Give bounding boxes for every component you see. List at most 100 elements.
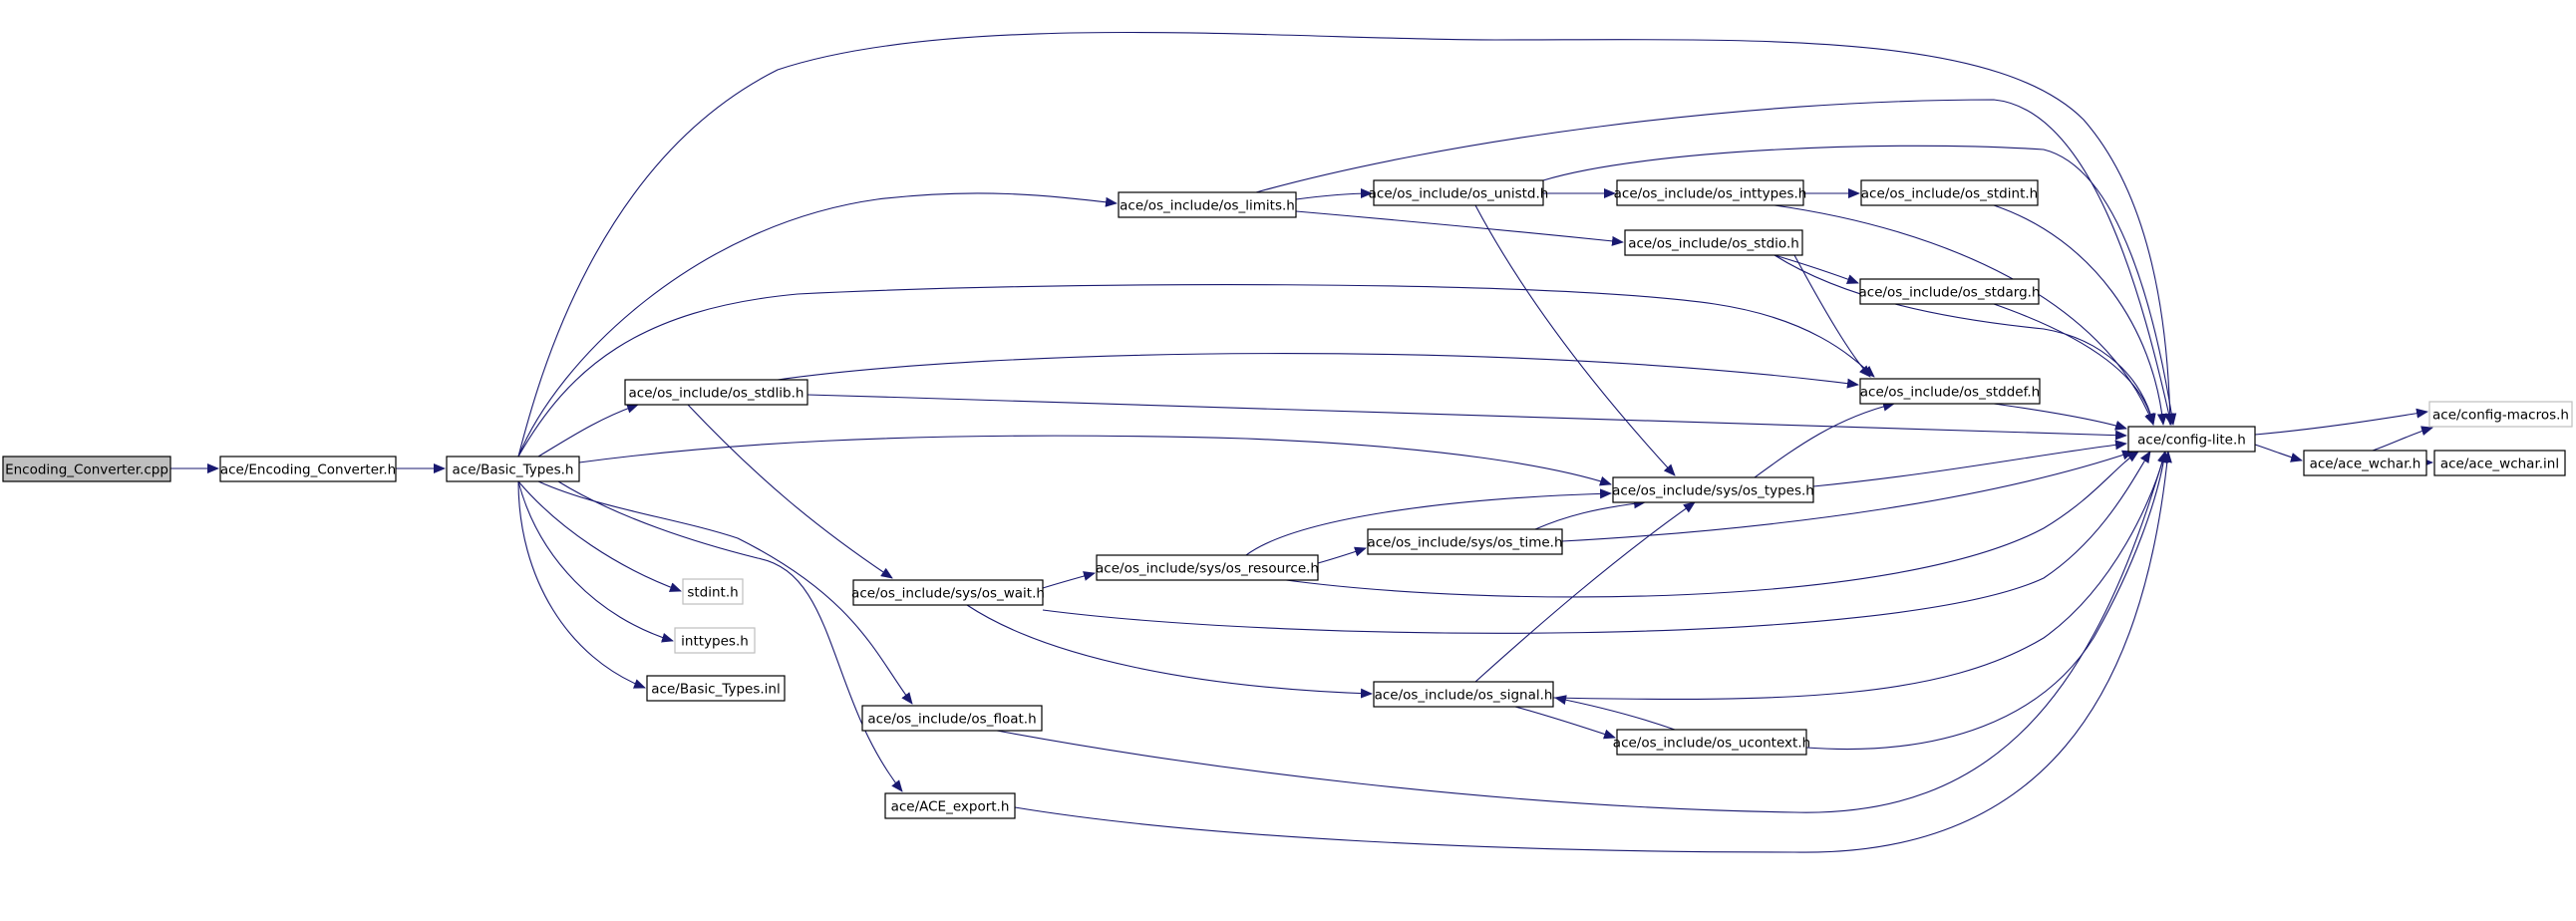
node-box (1118, 191, 1297, 218)
node-label: ace/config-lite.h (2137, 433, 2246, 449)
node-ace-export[interactable]: ace/ACE_export.h (884, 792, 1016, 819)
edge-os_wait-to-os_signal (966, 604, 1373, 699)
node-box (2303, 450, 2427, 476)
edge-basic_types-to-ace_export (557, 480, 903, 792)
edge-config_lite-to-config_macros (2254, 408, 2428, 436)
node-label: ace/os_include/os_stddef.h (1860, 385, 2040, 401)
edge-os_stdio-to-os_stddef (1793, 254, 1871, 378)
node-os-unistd[interactable]: ace/os_include/os_unistd.h (1369, 179, 1549, 206)
node-label: ace/os_include/os_stdint.h (1861, 186, 2038, 202)
edge-os_unistd-to-os_types (1474, 204, 1676, 476)
node-label: ace/ace_wchar.h (2310, 457, 2421, 472)
edge-os_signal-to-os_types (1474, 501, 1696, 683)
edge-os_limits-to-os_unistd (1295, 188, 1373, 200)
node-enc-h[interactable]: ace/Encoding_Converter.h (219, 456, 397, 482)
edge-os_resource-to-os_types (1245, 488, 1612, 556)
node-ace-wchar-inl[interactable]: ace/ace_wchar.inl (2433, 450, 2566, 476)
node-os-time[interactable]: ace/os_include/sys/os_time.h (1367, 528, 1563, 555)
node-label: ace/Basic_Types.h (453, 462, 574, 478)
edge-os_stddef-to-config_lite (1993, 403, 2127, 431)
edge-os_ucontext-to-os_signal (1554, 695, 1676, 731)
nodes-layer: Encoding_Converter.cpp ace/Encoding_Conve… (2, 179, 2573, 819)
node-os-stdint[interactable]: ace/os_include/os_stdint.h (1860, 179, 2039, 206)
node-label: ace/os_include/os_stdlib.h (629, 386, 805, 402)
node-label: ace/os_include/os_stdio.h (1628, 236, 1799, 252)
node-box (861, 705, 1043, 732)
node-box (2433, 450, 2566, 476)
node-box (2428, 401, 2573, 428)
node-root[interactable]: Encoding_Converter.cpp (2, 456, 171, 482)
edge-basic_types-to-os_limits (517, 192, 1118, 458)
edge-basic_types-to-stdint (517, 480, 682, 592)
edge-os_types-to-os_stddef (1754, 401, 1895, 478)
node-box (219, 456, 397, 482)
edge-os_unistd-to-config_lite (1542, 145, 2177, 426)
edge-os_limits-to-os_stdio (1295, 210, 1624, 246)
node-box (646, 675, 786, 702)
node-box (1612, 476, 1814, 503)
node-box (1859, 378, 2041, 405)
node-label: ace/os_include/os_stdarg.h (1859, 285, 2041, 301)
node-box (884, 792, 1016, 819)
node-label: ace/os_include/os_inttypes.h (1614, 186, 1807, 202)
edge-basic_types-to-basic_types_inl (517, 480, 646, 689)
node-label: ace/os_include/os_float.h (867, 712, 1036, 728)
node-box (1373, 179, 1544, 206)
edge-os_stdlib-to-os_stddef (777, 353, 1859, 389)
node-os-stdarg[interactable]: ace/os_include/os_stdarg.h (1859, 278, 2041, 305)
node-os-ucontext[interactable]: ace/os_include/os_ucontext.h (1613, 729, 1810, 756)
node-ace-wchar-h[interactable]: ace/ace_wchar.h (2303, 450, 2427, 476)
node-label: ace/os_include/os_limits.h (1120, 198, 1295, 214)
node-box (1616, 729, 1807, 756)
node-label: stdint.h (687, 585, 738, 601)
edge-os_inttypes-to-config_lite (1773, 204, 2154, 426)
node-os-stddef[interactable]: ace/os_include/os_stddef.h (1859, 378, 2041, 405)
edge-os_wait-to-os_resource (1042, 571, 1096, 589)
node-os-float[interactable]: ace/os_include/os_float.h (861, 705, 1043, 732)
node-box (446, 456, 580, 482)
edge-os_signal-to-os_ucontext (1514, 706, 1616, 740)
node-os-types[interactable]: ace/os_include/sys/os_types.h (1612, 476, 1814, 503)
node-config-lite[interactable]: ace/config-lite.h (2127, 426, 2256, 453)
node-os-wait[interactable]: ace/os_include/sys/os_wait.h (851, 579, 1045, 606)
edge-os_limits-to-config_lite (1255, 99, 2174, 426)
edge-os_wait-to-config_lite (1042, 451, 2151, 634)
node-os-inttypes[interactable]: ace/os_include/os_inttypes.h (1614, 179, 1807, 206)
node-box (2, 456, 171, 482)
node-label: ace/os_include/os_unistd.h (1369, 186, 1549, 202)
edge-os_float-to-config_lite (996, 451, 2167, 813)
node-box (1624, 229, 1803, 256)
node-label: ace/os_include/sys/os_wait.h (851, 586, 1045, 602)
node-box (682, 578, 744, 605)
node-os-limits[interactable]: ace/os_include/os_limits.h (1118, 191, 1297, 218)
node-label: ace/ace_wchar.inl (2440, 457, 2559, 472)
edge-basic_types-to-os_float (537, 480, 913, 705)
edge-os_stdio-to-os_stdarg (1773, 254, 1859, 284)
node-os-resource[interactable]: ace/os_include/sys/os_resource.h (1096, 554, 1319, 581)
node-os-stdio[interactable]: ace/os_include/os_stdio.h (1624, 229, 1803, 256)
node-os-stdlib[interactable]: ace/os_include/os_stdlib.h (624, 379, 808, 406)
node-box (624, 379, 808, 406)
edge-os_time-to-config_lite (1561, 450, 2134, 542)
edge-os_stdint-to-config_lite (1993, 204, 2167, 426)
node-box (674, 627, 756, 654)
node-label: ace/ACE_export.h (891, 799, 1010, 815)
edge-os_types-to-config_lite (1812, 440, 2127, 487)
node-basic-types-inl[interactable]: ace/Basic_Types.inl (646, 675, 786, 702)
edge-os_resource-to-config_lite (1285, 451, 2139, 598)
edge-basic_types-to-os_stdlib (537, 403, 639, 458)
edge-os_stdio-to-config_lite (1773, 254, 2156, 426)
node-label: ace/os_include/sys/os_time.h (1367, 535, 1562, 551)
edge-os_stdarg-to-config_lite (1993, 303, 2156, 426)
node-inttypes[interactable]: inttypes.h (674, 627, 756, 654)
node-label: inttypes.h (681, 634, 749, 650)
node-stdint[interactable]: stdint.h (682, 578, 744, 605)
edge-ace_export-to-config_lite (1014, 451, 2172, 853)
node-box (1859, 278, 2040, 305)
node-os-signal[interactable]: ace/os_include/os_signal.h (1373, 681, 1554, 708)
node-basic-types[interactable]: ace/Basic_Types.h (446, 456, 580, 482)
node-config-macros[interactable]: ace/config-macros.h (2428, 401, 2573, 428)
edge-os_stdlib-to-os_wait (687, 404, 893, 579)
edge-basic_types-to-os_types (578, 435, 1612, 486)
